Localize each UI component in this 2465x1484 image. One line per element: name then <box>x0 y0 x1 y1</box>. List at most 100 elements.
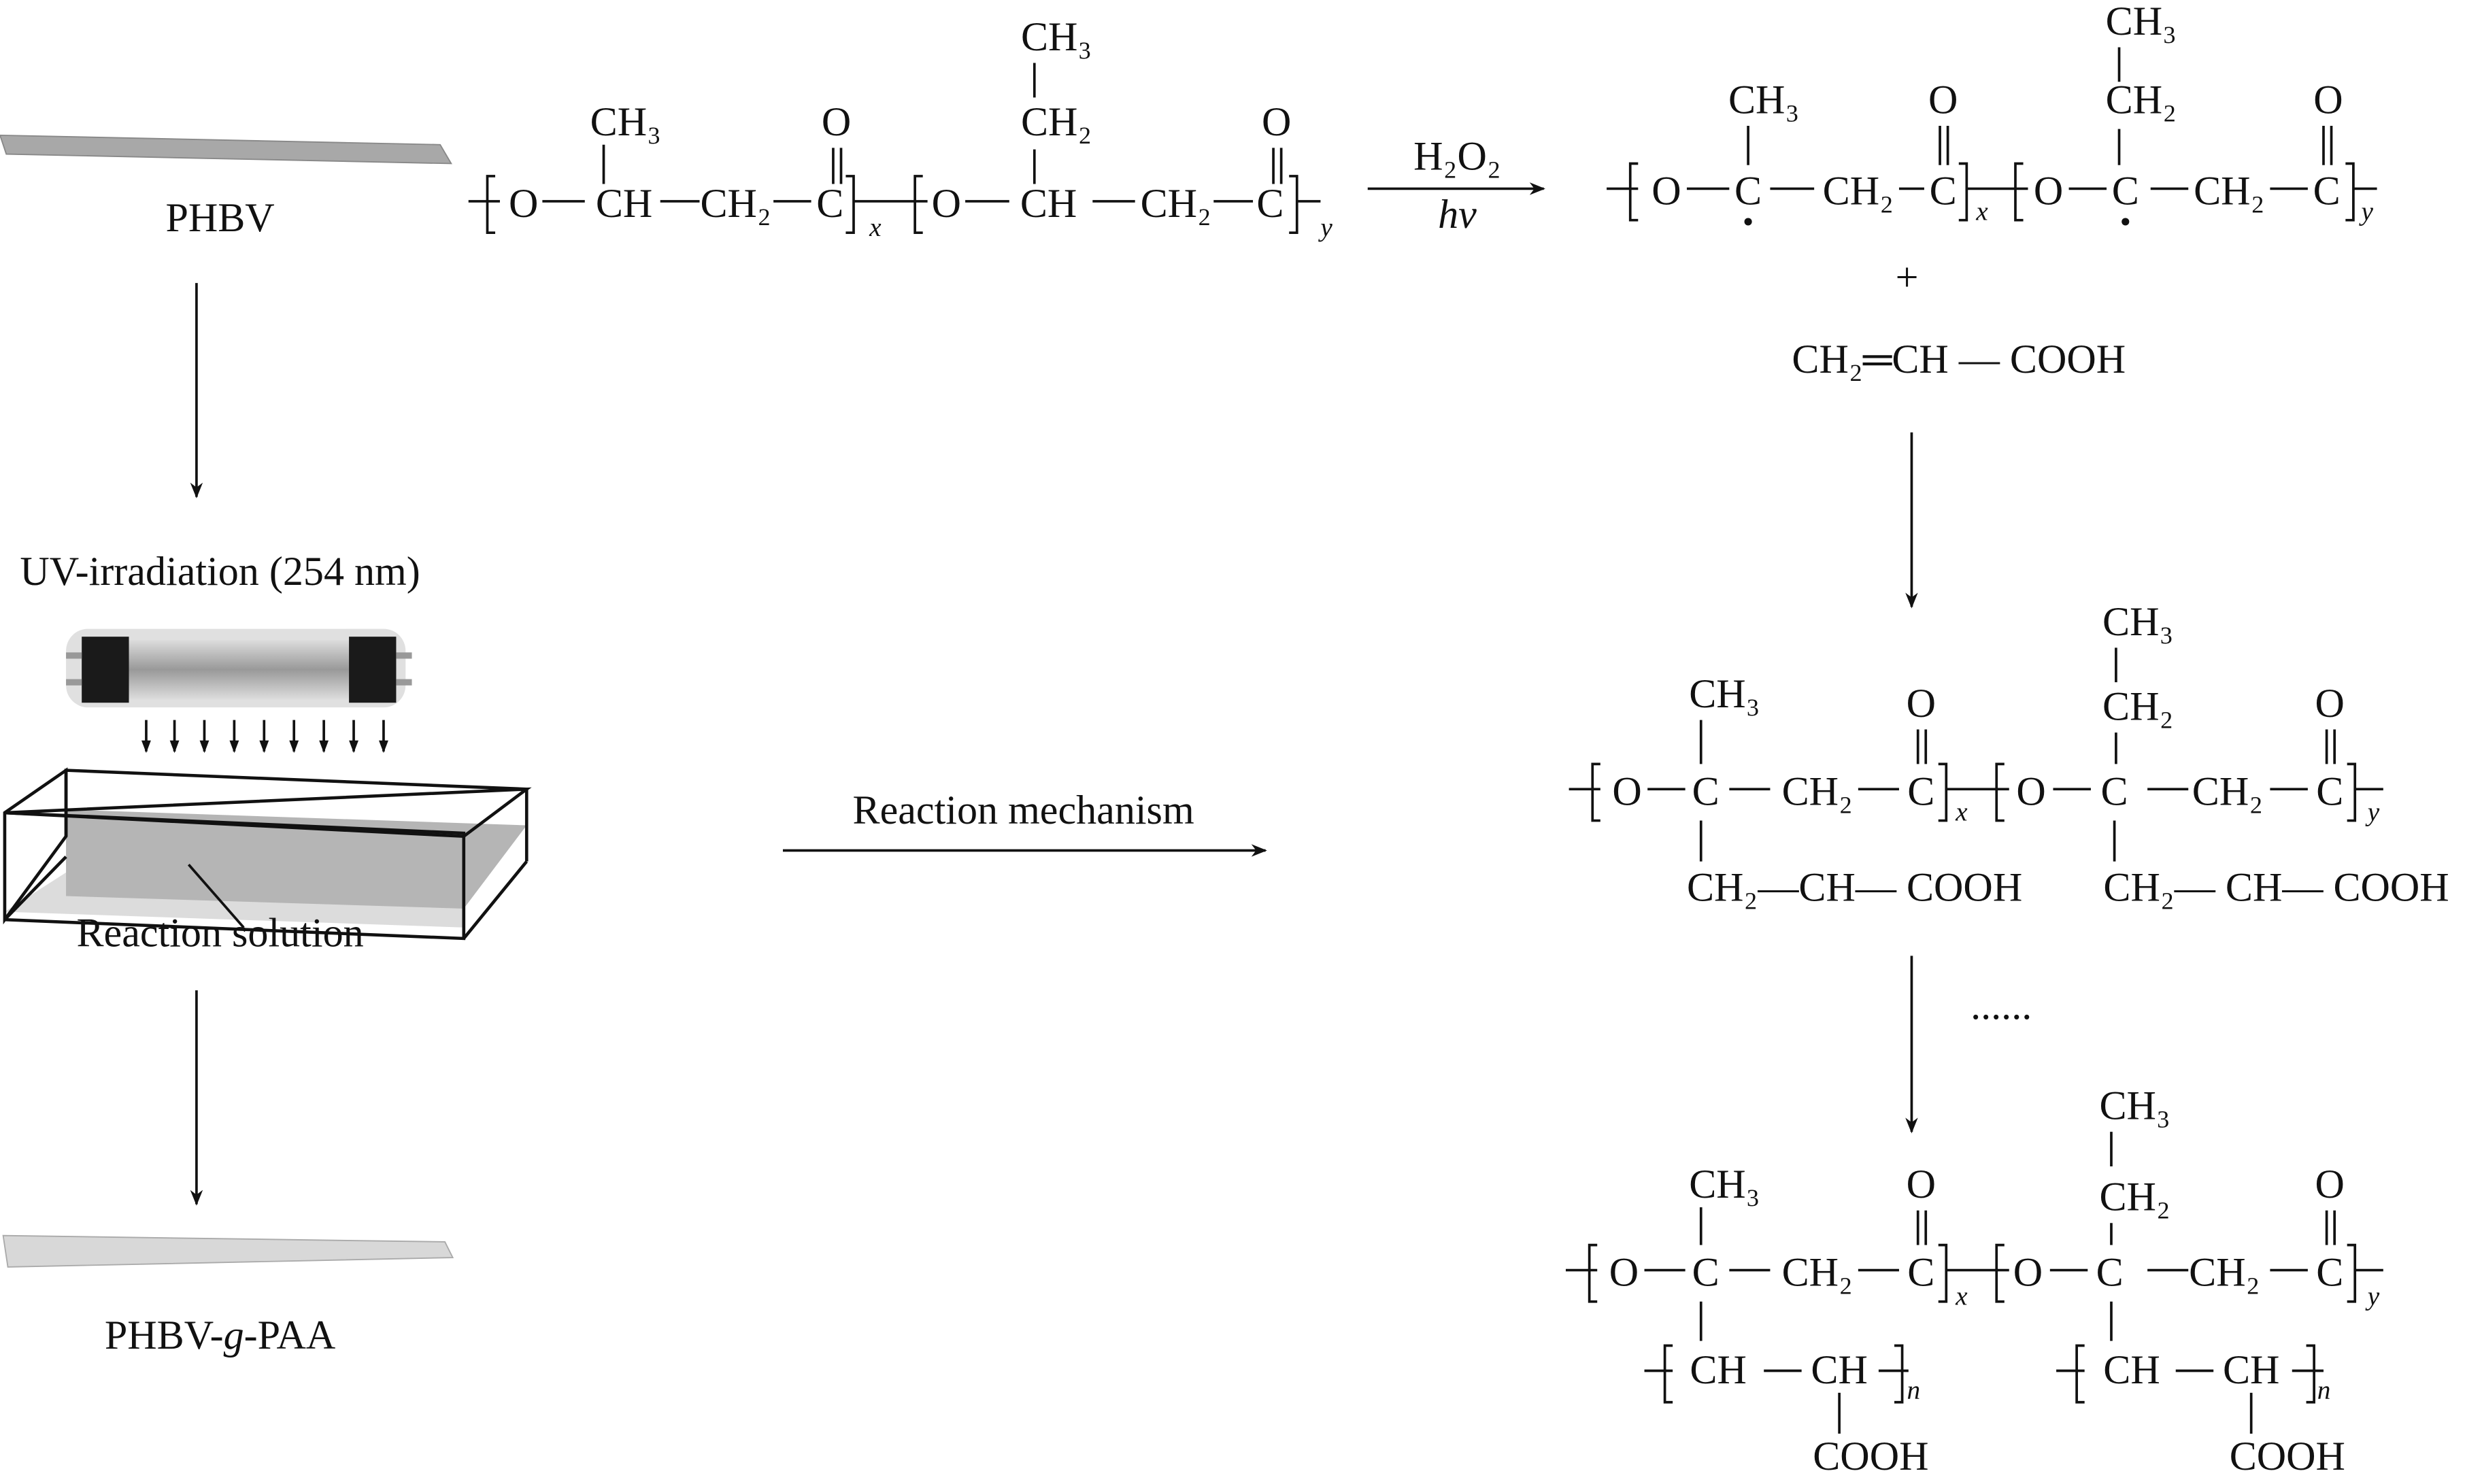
chem-label: O <box>1651 168 1681 214</box>
bond-line <box>1699 820 2116 862</box>
uv-irradiation-label: UV-irradiation (254 nm) <box>20 548 420 594</box>
chem-label: CH₃ <box>2102 598 2173 644</box>
h2o2-label: H₂O₂ <box>1413 133 1501 179</box>
chem-label: C <box>1907 768 1934 813</box>
bond-line <box>463 860 529 940</box>
bond-line <box>1289 175 1321 235</box>
chem-label: C <box>2101 768 2128 813</box>
chem-label: x <box>1975 197 1988 226</box>
bond-line <box>1699 1132 2336 1245</box>
bond-line <box>602 63 1283 184</box>
chem-label: C <box>1692 1249 1720 1295</box>
chem-label: CH <box>596 180 652 226</box>
chem-label: x <box>1955 1281 1968 1311</box>
chem-label: y <box>2358 197 2373 226</box>
bond-line <box>2056 1344 2324 1404</box>
plus-sign: + <box>1896 254 1919 300</box>
bond-line <box>1565 1243 1598 1303</box>
chem-label: x <box>869 213 882 242</box>
reaction-mechanism-label: Reaction mechanism <box>853 787 1194 832</box>
chem-label: C <box>2316 1249 2343 1295</box>
chem-label: x <box>1955 798 1968 827</box>
chem-label: O <box>1907 1161 1936 1207</box>
reaction-solution-label: Reaction solution <box>76 909 363 955</box>
bond-line <box>1938 1243 2009 1303</box>
bond-line <box>1644 1344 1909 1404</box>
phbv-label: PHBV <box>165 195 274 240</box>
chem-label: CH₂ <box>1141 180 1211 226</box>
chem-label: C <box>1930 168 1957 214</box>
chem-label: y <box>1318 213 1332 242</box>
chem-label: CH₃ <box>1728 77 1799 122</box>
reaction-vessel-icon <box>3 767 532 941</box>
chem-label: O <box>509 180 538 226</box>
chem-label: CH <box>1020 180 1077 226</box>
chem-label: COOH <box>1813 1433 1928 1479</box>
phbv-radical-structure: O C CH₂ C O C CH₂ C x y CH₃ O CH₃ CH₂ O <box>1607 0 2377 226</box>
bond-line <box>1569 647 2383 862</box>
chem-label: CH₂ <box>2194 168 2264 214</box>
chem-label: CH₃ <box>1021 14 1092 59</box>
chem-label: O <box>2034 168 2063 214</box>
chem-label: C <box>816 180 843 226</box>
label-part: -PAA <box>244 1312 336 1357</box>
phbv-structure: O CH CH₂ C O CH CH₂ C x y CH₃ O CH₃ CH₂ … <box>468 14 1332 242</box>
bond-line <box>1938 762 2009 822</box>
chem-label: O <box>1907 680 1936 726</box>
chem-label: CH₂ <box>2102 684 2173 729</box>
chem-label: y <box>2365 1281 2380 1311</box>
bond-line <box>1565 1132 2383 1434</box>
chem-label: C <box>2313 168 2341 214</box>
chem-label: CH₂ <box>2189 1249 2260 1295</box>
chem-label: C <box>1256 180 1284 226</box>
chem-label: O <box>2315 680 2345 726</box>
bond-line <box>1607 47 2377 222</box>
chem-label: n <box>1907 1376 1921 1405</box>
chem-label: CH₂— CH— COOH <box>2103 864 2449 909</box>
chem-label: CH₃ <box>2099 1083 2170 1128</box>
chem-label: CH₂ <box>1782 768 1853 813</box>
bond-line <box>1699 1301 2113 1341</box>
chem-label: CH₂ <box>2192 768 2263 813</box>
chem-label: n <box>2317 1376 2331 1405</box>
chem-label: CH₂—CH— COOH <box>1687 864 2022 909</box>
chem-label: CH <box>2103 1347 2160 1392</box>
chem-label: CH₂ <box>1021 99 1092 144</box>
chem-label: C <box>2316 768 2343 813</box>
chem-label: O <box>2313 77 2343 122</box>
bond-line <box>2345 162 2377 222</box>
chem-label: CH₂ <box>2106 77 2177 122</box>
chem-label: O <box>1609 1249 1639 1295</box>
chem-label: CH₂ <box>1782 1249 1853 1295</box>
chem-label: O <box>1612 768 1641 813</box>
radical-dot <box>2122 218 2130 226</box>
bond-line <box>1747 47 2333 165</box>
bond-line <box>468 175 500 235</box>
bond-line <box>3 767 68 925</box>
chem-label: CH <box>1811 1347 1867 1392</box>
chem-label: C <box>1734 168 1762 214</box>
bond-line <box>82 639 397 700</box>
uv-lamp-icon <box>66 628 412 708</box>
chem-label: O <box>2016 768 2045 813</box>
bond-line <box>1607 162 1639 222</box>
left-process-panel: PHBV UV-irradiation (254 nm) <box>0 134 532 1357</box>
bond-line <box>82 637 129 703</box>
chem-label: CH₃ <box>1689 671 1760 716</box>
radical-dot <box>1744 218 1752 226</box>
label-part: PHBV- <box>105 1312 224 1357</box>
bond-line <box>4 811 466 941</box>
chem-label: O <box>1262 99 1291 144</box>
bond-line <box>66 679 82 686</box>
chem-label: O <box>2013 1249 2043 1295</box>
bond-line <box>349 637 397 703</box>
phbv-g-paa-label: PHBV-g-PAA <box>105 1312 335 1357</box>
chem-label: CH₃ <box>1689 1161 1760 1207</box>
chem-label: C <box>2096 1249 2124 1295</box>
chem-label: y <box>2365 798 2380 827</box>
phbv-g-paa-film <box>2 1234 454 1268</box>
bond-line <box>2347 762 2383 822</box>
bond-line <box>396 679 412 686</box>
chem-label: CH₂ <box>1823 168 1894 214</box>
